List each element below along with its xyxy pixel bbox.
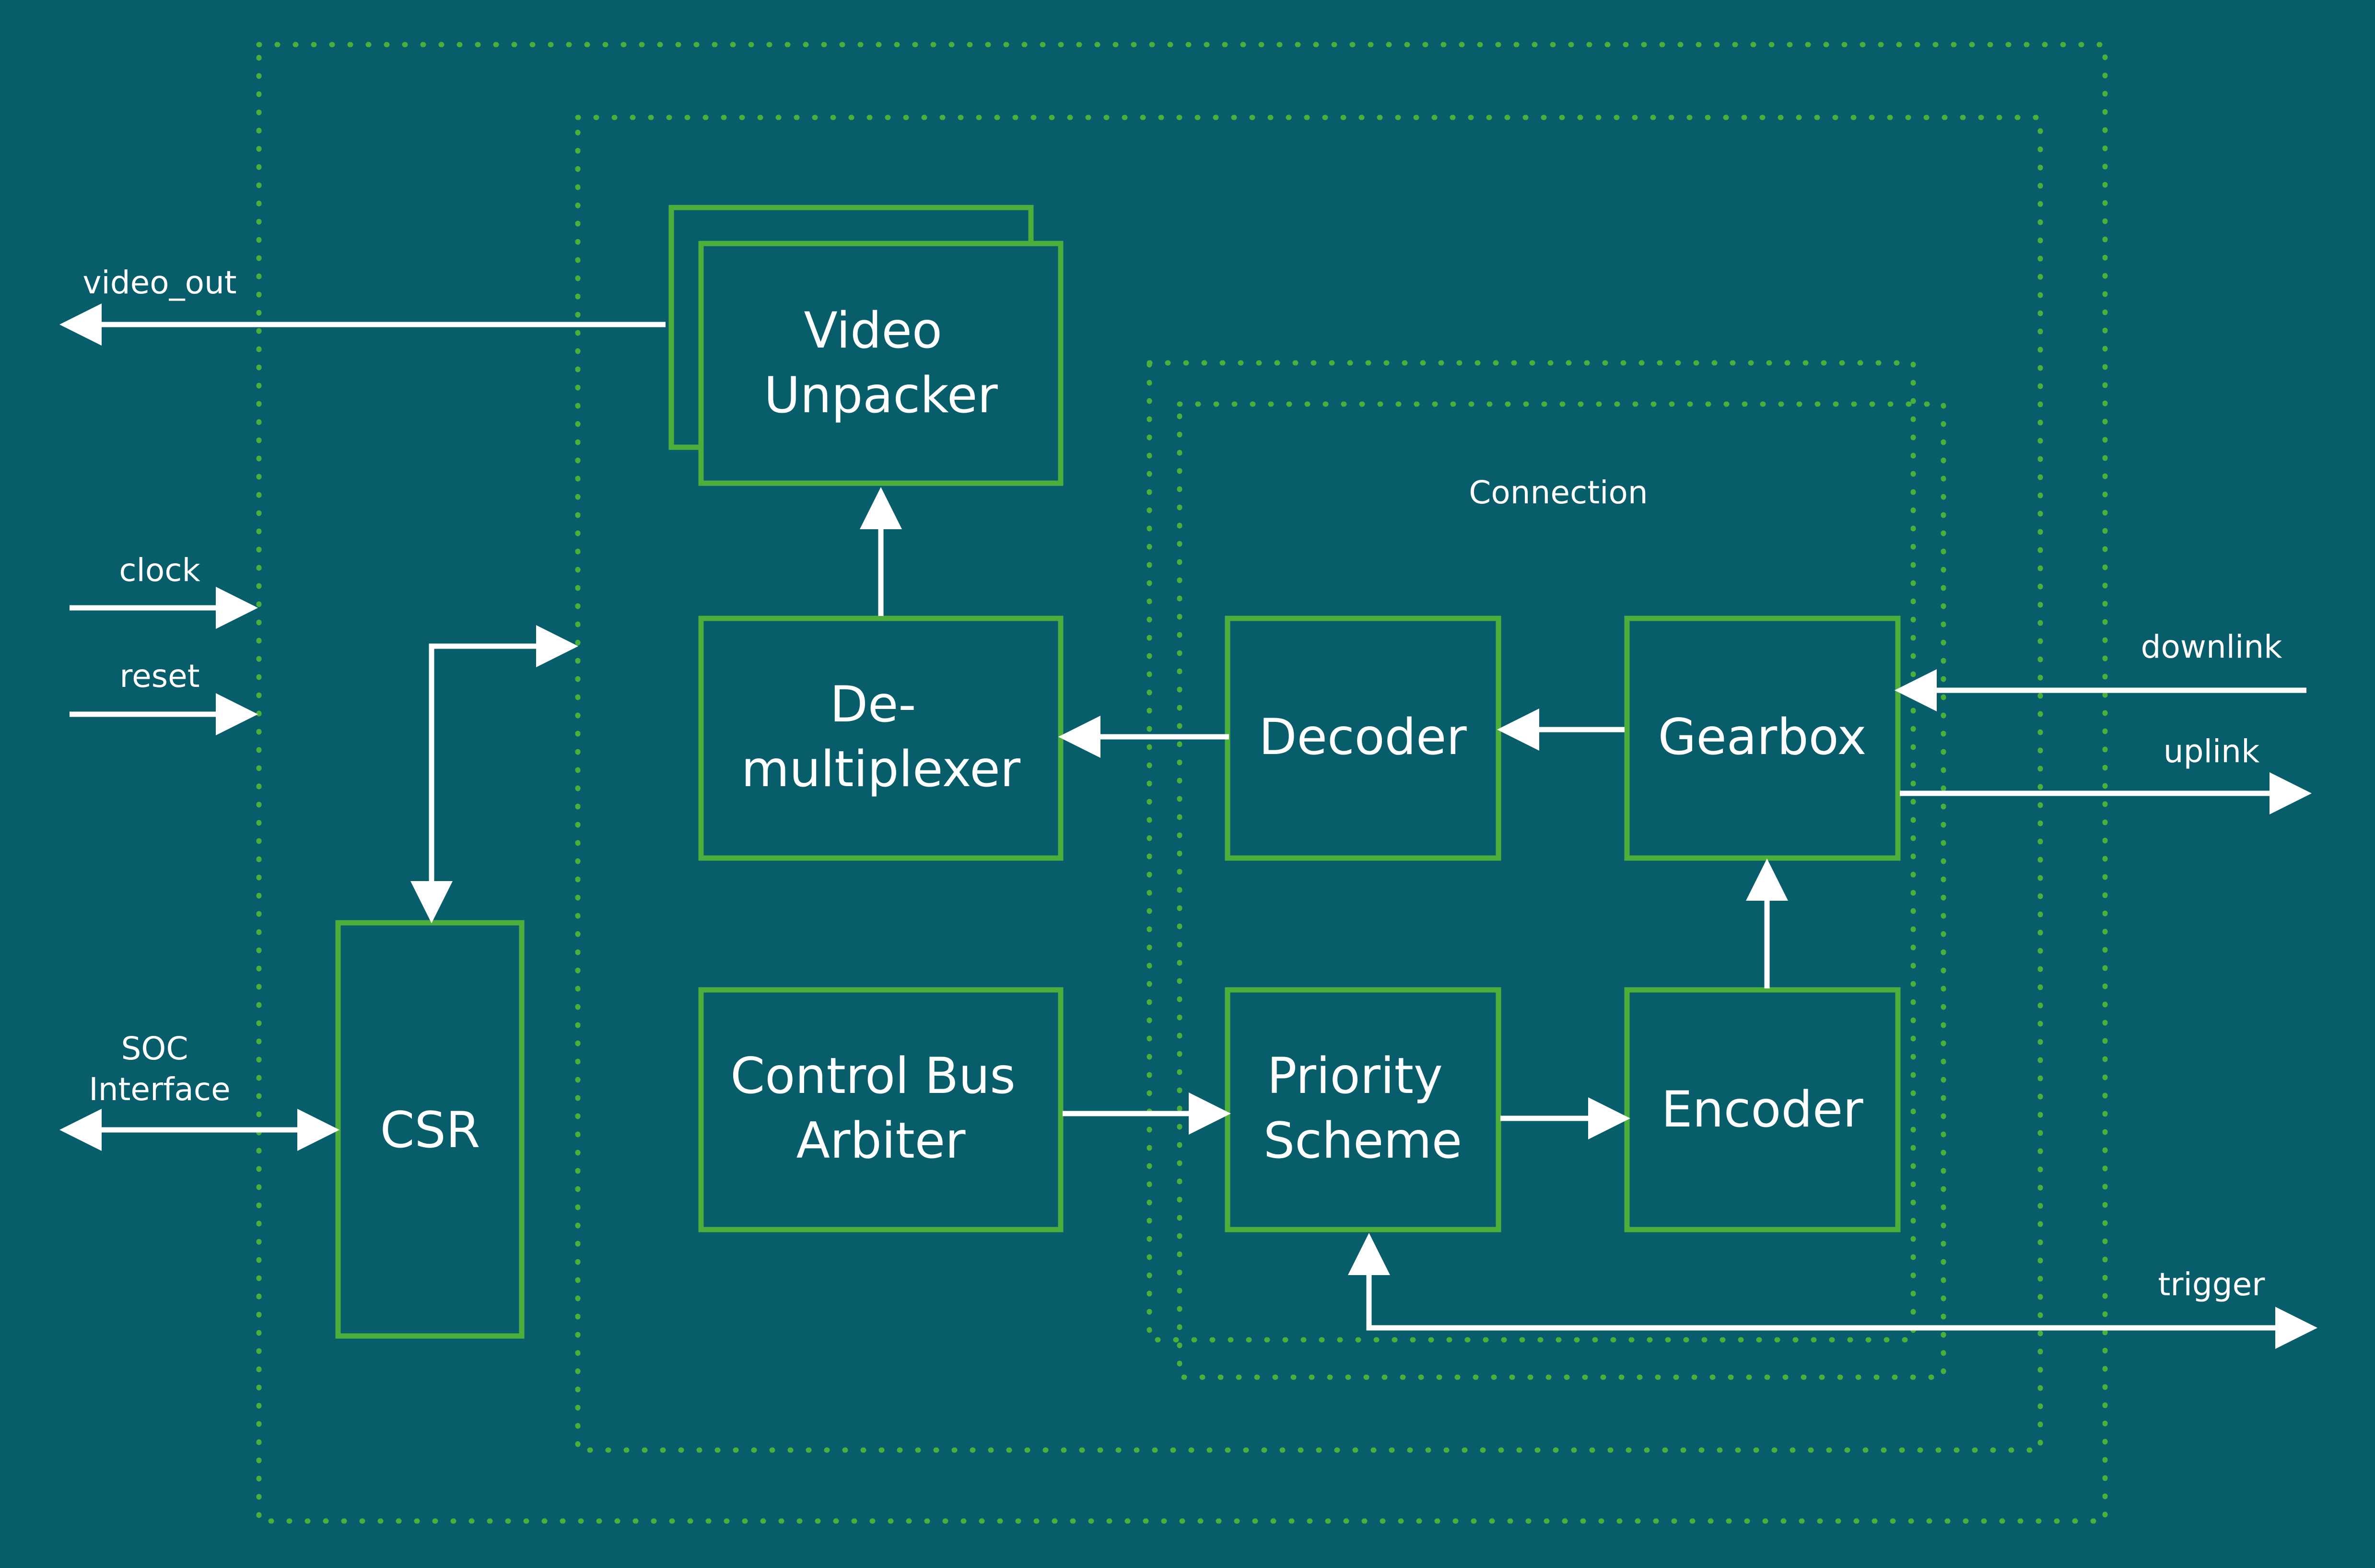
- arrows: [59, 303, 2317, 1349]
- control-bus-arbiter-label-line-1: Control Bus: [730, 1047, 1016, 1105]
- trigger-arrow: [1348, 1233, 2317, 1349]
- demultiplexer-label: De- multiplexer: [741, 676, 1021, 798]
- decoder-block: [1225, 616, 1501, 861]
- control-bus-arbiter-block: [698, 987, 1064, 1232]
- connection-dotted-region-back: [1147, 360, 1916, 1343]
- soc-interface-label-line-1: SOC: [121, 1030, 188, 1067]
- downlink-label: downlink: [2141, 628, 2283, 665]
- demultiplexer-label-line-1: De-: [830, 676, 916, 733]
- middle-dotted-region: [575, 115, 2043, 1453]
- control-bus-arbiter-label: Control Bus Arbiter: [730, 1047, 1031, 1170]
- connection-dotted-region: [1177, 401, 1946, 1380]
- priority-scheme-label: Priority Scheme: [1264, 1047, 1462, 1170]
- trigger-label: trigger: [2158, 1266, 2266, 1303]
- control-bus-arbiter-label-line-2: Arbiter: [796, 1112, 966, 1170]
- demultiplexer-block: [698, 616, 1064, 861]
- uplink-label: uplink: [2164, 733, 2260, 770]
- priority-scheme-block: [1225, 987, 1501, 1232]
- gearbox-block: [1624, 616, 1901, 861]
- decoder-label-line-1: Decoder: [1259, 709, 1467, 766]
- dotted-regions: [256, 42, 2108, 1524]
- video-unpacker-label-line-2: Unpacker: [764, 367, 998, 424]
- encoder-block: [1624, 987, 1901, 1232]
- video-unpacker-label-line-1: Video: [804, 302, 942, 360]
- encoder-label-line-1: Encoder: [1661, 1081, 1863, 1138]
- video-unpacker-block: [698, 241, 1064, 486]
- video-out-label: video_out: [82, 264, 236, 301]
- demultiplexer-label-line-2: multiplexer: [741, 741, 1021, 798]
- encoder-label: Encoder: [1661, 1081, 1863, 1138]
- priority-scheme-label-line-1: Priority: [1267, 1047, 1443, 1105]
- blocks: [335, 205, 1901, 1339]
- outer-dotted-region: [256, 42, 2108, 1524]
- clock-label: clock: [119, 552, 200, 589]
- connection-region-label: Connection: [1469, 474, 1648, 511]
- decoder-label: Decoder: [1259, 709, 1467, 766]
- csr-to-middle-region-arrow: [410, 625, 578, 923]
- priority-scheme-label-line-2: Scheme: [1264, 1112, 1462, 1170]
- csr-label: CSR: [380, 1102, 480, 1159]
- soc-interface-label-line-2: Interface: [89, 1071, 231, 1108]
- gearbox-label: Gearbox: [1658, 709, 1867, 766]
- reset-label: reset: [119, 658, 199, 695]
- csr-label-line-1: CSR: [380, 1102, 480, 1159]
- soc-interface-label: SOC Interface: [89, 1030, 231, 1108]
- gearbox-label-line-1: Gearbox: [1658, 709, 1867, 766]
- video-unpacker-label: Video Unpacker: [764, 302, 998, 424]
